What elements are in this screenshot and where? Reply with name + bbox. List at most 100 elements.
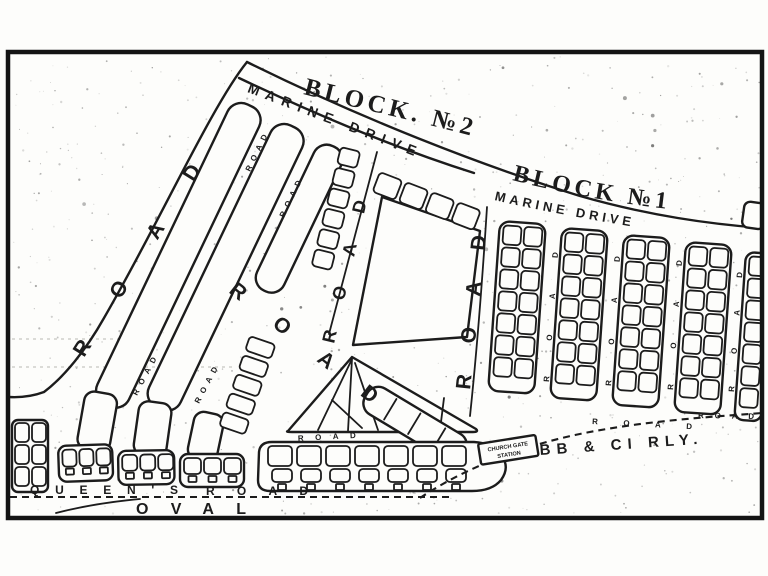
- plot: [516, 313, 538, 336]
- plot: [578, 320, 600, 343]
- plot: [513, 357, 535, 380]
- plot: [300, 468, 322, 483]
- plot: [14, 422, 30, 443]
- plot: [31, 466, 47, 487]
- plot: [412, 445, 438, 467]
- plot: [495, 312, 517, 334]
- plot: [705, 290, 727, 313]
- plot: [554, 363, 576, 385]
- plot: [139, 453, 157, 472]
- plot: [501, 224, 523, 247]
- plot: [519, 269, 541, 292]
- plot: [321, 208, 346, 230]
- plot: [336, 146, 361, 169]
- plot: [500, 246, 521, 269]
- plot-tab: [422, 483, 432, 491]
- plot: [642, 305, 663, 328]
- plot: [701, 356, 722, 379]
- plot: [492, 356, 514, 378]
- edge-mask: [762, 50, 768, 520]
- plot: [680, 355, 701, 377]
- plot: [267, 445, 293, 467]
- plot: [223, 457, 242, 475]
- plot: [358, 468, 380, 483]
- block2-strip: [254, 143, 344, 294]
- cross-road-curb: [328, 151, 378, 335]
- plot: [31, 444, 47, 465]
- plot: [678, 377, 700, 399]
- plot: [619, 326, 641, 348]
- plot: [583, 255, 604, 277]
- plot: [577, 342, 598, 365]
- plot: [560, 275, 582, 298]
- plot: [451, 202, 481, 231]
- marine-drive-inner-curb: [237, 76, 476, 175]
- central-block: [351, 195, 482, 347]
- plot: [625, 238, 647, 261]
- plot: [497, 290, 518, 312]
- plot: [157, 453, 175, 472]
- plot: [271, 468, 293, 483]
- church-gate-station-box: CHURCH GATE STATION: [477, 434, 540, 466]
- plot-strip: [116, 448, 176, 487]
- plot: [556, 341, 577, 363]
- plot-strip: [10, 418, 50, 494]
- plot: [329, 468, 351, 483]
- plot: [699, 378, 721, 401]
- plot-strip: [219, 336, 276, 435]
- plot-tab: [207, 475, 218, 483]
- plot: [441, 445, 467, 467]
- plot: [640, 327, 662, 350]
- plot-tab: [64, 467, 75, 476]
- plot: [311, 248, 336, 271]
- plot-tab: [277, 483, 287, 491]
- plot: [245, 336, 276, 359]
- plot: [741, 343, 763, 365]
- plot: [203, 457, 222, 475]
- plot: [316, 228, 341, 250]
- plot: [425, 192, 455, 221]
- plot: [296, 445, 322, 467]
- plot: [639, 349, 660, 372]
- plot: [14, 466, 30, 487]
- plot-tab: [160, 471, 171, 480]
- plot: [398, 182, 429, 210]
- plot: [559, 297, 580, 319]
- plot: [498, 268, 520, 291]
- plot: [557, 319, 579, 341]
- plot: [325, 445, 351, 467]
- plot: [416, 468, 438, 483]
- plot-strip: [57, 443, 115, 483]
- plot: [232, 374, 263, 397]
- plot-strip: [487, 220, 547, 395]
- plot-tab: [187, 475, 198, 483]
- plot: [61, 448, 78, 468]
- plot: [616, 370, 638, 392]
- east-road-curb: [469, 206, 488, 417]
- plot-strip: [311, 146, 361, 271]
- plot: [702, 334, 724, 357]
- plot: [618, 348, 639, 370]
- plot: [708, 247, 730, 269]
- plot: [326, 187, 351, 210]
- plot-tab: [451, 483, 461, 491]
- railway-dashed-curve: [419, 411, 763, 499]
- plot: [354, 445, 380, 467]
- plot: [683, 311, 704, 333]
- west-road-curb: [7, 60, 249, 399]
- plot-tab: [335, 483, 345, 491]
- plot: [515, 335, 536, 358]
- plot-tab: [393, 483, 403, 491]
- plot: [219, 411, 250, 435]
- plot: [622, 282, 644, 305]
- queens-road-block: [256, 440, 507, 493]
- plot: [575, 364, 597, 387]
- plot: [624, 260, 645, 283]
- plot: [681, 333, 703, 355]
- plot-tab: [306, 483, 316, 491]
- plot-tab: [98, 466, 109, 475]
- plot: [684, 289, 706, 312]
- plot: [521, 248, 542, 270]
- plot: [78, 448, 95, 468]
- plot-strip: [611, 234, 671, 409]
